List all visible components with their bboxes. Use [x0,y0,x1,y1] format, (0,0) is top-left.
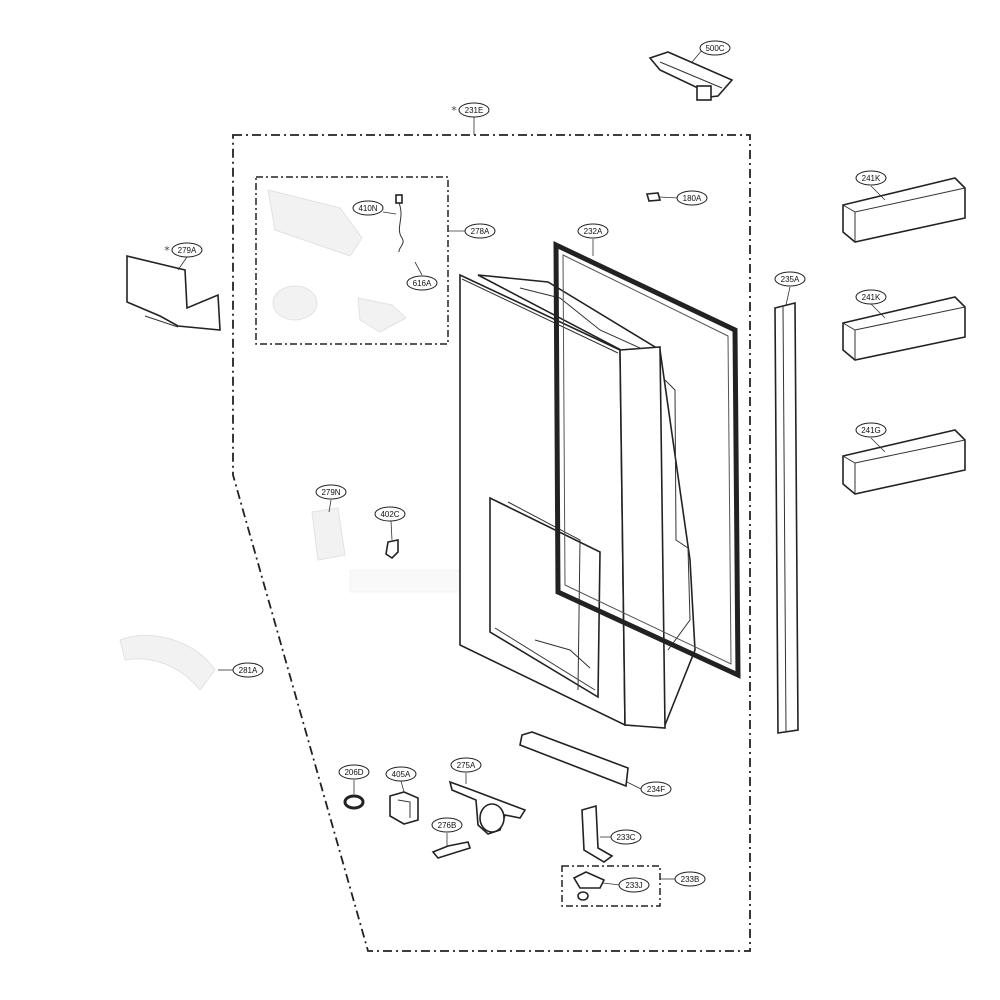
svg-text:279A: 279A [178,246,197,255]
svg-text:241G: 241G [861,426,881,435]
svg-text:616A: 616A [413,279,432,288]
door-bin-241K-middle [842,296,966,361]
assembly-boundary-231E [232,134,751,952]
faded-part-279N [311,507,346,561]
dispenser-cover-279A [126,254,221,331]
callout-233B: 233B [674,871,706,887]
svg-text:405A: 405A [392,770,411,779]
door-gasket-232A [553,241,741,679]
callout-276B: 276B [431,817,463,833]
svg-text:500C: 500C [705,44,724,53]
faded-part-281A [119,634,216,691]
callout-281A: 281A [232,662,264,678]
subassembly-box-278A [255,176,449,345]
trim-strip-234F [519,731,629,788]
svg-text:232A: 232A [584,227,603,236]
callout-235A: 235A [774,271,806,287]
small-part-180A [645,192,662,202]
refrigerator-door [459,273,696,729]
callout-232A: 232A [577,223,609,239]
svg-text:*: * [451,104,457,117]
door-bin-241K-top [842,177,966,243]
svg-text:206D: 206D [344,768,363,777]
svg-text:234F: 234F [647,785,665,794]
svg-text:278A: 278A [471,227,490,236]
door-strip-235A [774,301,799,734]
callout-241K-middle: 241K [855,289,887,305]
bracket-405A [389,791,419,825]
switch-402C [385,539,399,560]
callout-233C: 233C [610,829,642,845]
subassembly-box-233B [561,865,661,907]
hinge-part-233J [572,871,606,901]
bracket-233C [581,804,614,863]
callout-616A: 616A [406,275,438,291]
faded-dispenser-parts [267,189,407,333]
svg-text:276B: 276B [438,821,457,830]
lever-276B [431,841,472,859]
door-bin-241G [842,429,966,495]
svg-text:*: * [164,244,170,257]
svg-text:231E: 231E [465,106,484,115]
callout-231E: 231E * [451,102,490,118]
callout-275A: 275A [450,757,482,773]
callout-206D: 206D [338,764,370,780]
callout-405A: 405A [385,766,417,782]
callout-279N: 279N [315,484,347,500]
callout-402C: 402C [374,506,406,522]
svg-text:241K: 241K [862,174,881,183]
svg-text:241K: 241K [862,293,881,302]
leader-lines [177,48,886,886]
svg-text:233B: 233B [681,875,700,884]
callout-410N: 410N [352,200,384,216]
svg-text:180A: 180A [683,194,702,203]
ring-206D [343,794,365,810]
svg-text:233J: 233J [625,881,642,890]
svg-text:410N: 410N [358,204,377,213]
callout-278A: 278A [464,223,496,239]
svg-text:235A: 235A [781,275,800,284]
callout-233J: 233J [618,877,650,893]
actuator-275A [448,780,527,835]
svg-text:279N: 279N [321,488,340,497]
callout-241G: 241G [855,422,887,438]
callout-180A: 180A [676,190,708,206]
hinge-500C [648,51,734,101]
callout-500C: 500C [699,40,731,56]
svg-text:402C: 402C [380,510,399,519]
svg-text:233C: 233C [616,833,635,842]
svg-text:281A: 281A [239,666,258,675]
wire-harness-410N [395,194,404,253]
callout-234F: 234F [640,781,672,797]
callout-279A: 279A * [164,242,203,258]
svg-text:275A: 275A [457,761,476,770]
callout-241K-top: 241K [855,170,887,186]
